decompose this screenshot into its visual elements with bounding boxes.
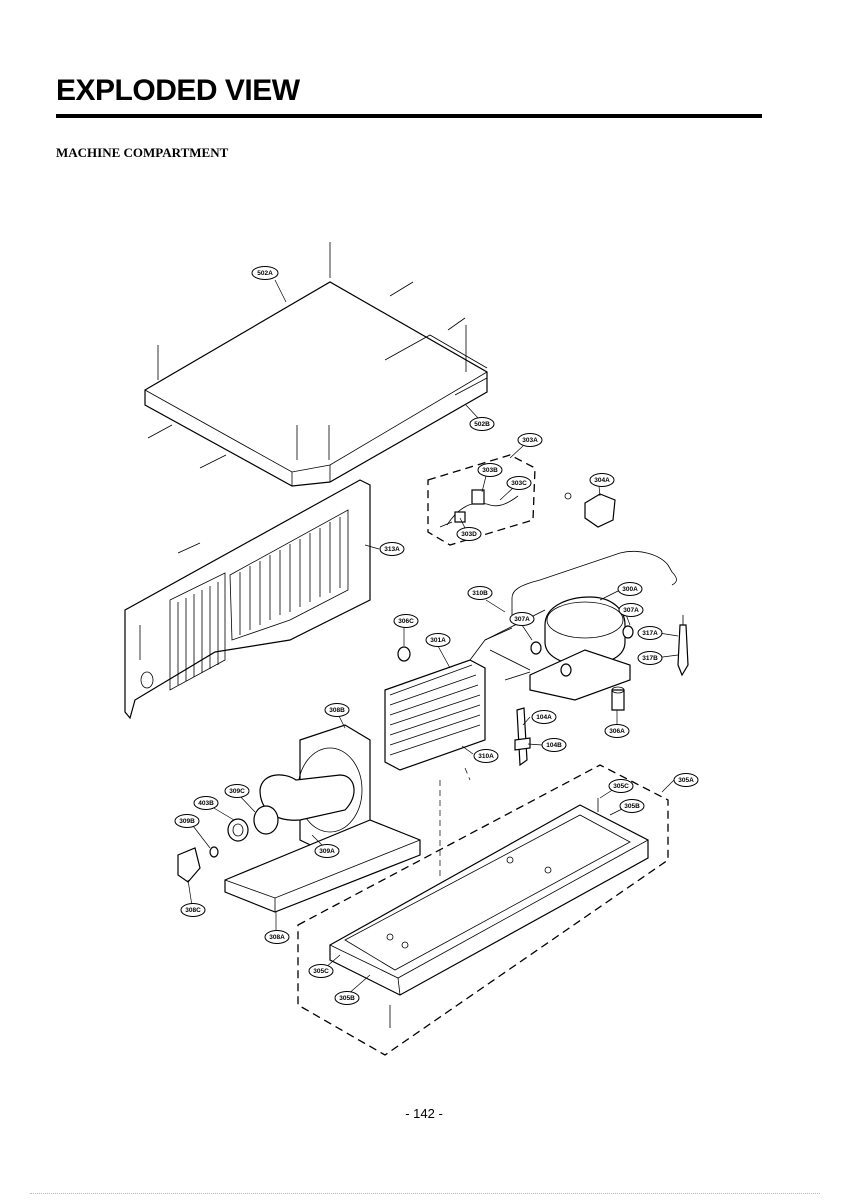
callout-502A: 502A (251, 266, 279, 280)
footer-divider (30, 1193, 820, 1194)
svg-text:104B: 104B (546, 742, 562, 749)
callout-305B-top: 305B (619, 799, 645, 813)
svg-text:317A: 317A (642, 630, 658, 637)
svg-text:307A: 307A (514, 616, 530, 623)
svg-text:305C: 305C (313, 968, 329, 975)
condenser (384, 627, 513, 771)
callout-403B: 403B (193, 796, 219, 810)
page-number: - 142 - (405, 1106, 443, 1121)
callout-317B: 317B (637, 651, 663, 665)
svg-text:303C: 303C (511, 480, 527, 487)
callout-308A: 308A (264, 930, 290, 944)
svg-text:307A: 307A (623, 607, 639, 614)
relay-cover (564, 492, 616, 528)
callout-309A: 309A (314, 844, 340, 858)
callout-303C: 303C (506, 476, 532, 490)
svg-text:308B: 308B (329, 707, 345, 714)
svg-text:305B: 305B (624, 803, 640, 810)
callout-304A: 304A (589, 473, 615, 487)
guide-lines (439, 767, 471, 880)
page-title: EXPLODED VIEW (56, 74, 300, 107)
svg-text:306A: 306A (609, 728, 625, 735)
svg-text:313A: 313A (384, 546, 400, 553)
callout-301A: 301A (425, 633, 451, 647)
callout-306A: 306A (604, 724, 630, 738)
section-title: MACHINE COMPARTMENT (56, 145, 229, 160)
svg-text:308C: 308C (185, 907, 201, 914)
base-plate (297, 764, 669, 1056)
callout-309C: 309C (224, 784, 250, 798)
svg-text:306C: 306C (398, 618, 414, 625)
svg-text:301A: 301A (430, 637, 446, 644)
svg-text:317B: 317B (642, 655, 658, 662)
svg-text:309B: 309B (179, 818, 195, 825)
svg-text:305C: 305C (613, 783, 629, 790)
svg-text:310A: 310A (478, 753, 494, 760)
callout-308C: 308C (180, 903, 206, 917)
svg-text:303B: 303B (482, 467, 498, 474)
svg-text:309C: 309C (229, 788, 245, 795)
callout-303D: 303D (456, 527, 482, 541)
svg-text:310B: 310B (472, 590, 488, 597)
svg-text:300A: 300A (622, 586, 638, 593)
svg-text:305B: 305B (339, 995, 355, 1002)
callout-305A: 305A (673, 773, 699, 787)
svg-text:104A: 104A (536, 714, 552, 721)
svg-text:502A: 502A (257, 270, 273, 277)
callout-305C-bottom: 305C (308, 964, 334, 978)
callout-104A: 104A (531, 710, 557, 724)
callout-305C-top: 305C (608, 779, 634, 793)
drier (677, 615, 689, 677)
callout-305B-bottom: 305B (334, 991, 360, 1005)
fan-base (224, 819, 421, 913)
compressor (484, 550, 677, 711)
callout-307A-left: 307A (509, 612, 535, 626)
callout-308B: 308B (324, 703, 350, 717)
svg-text:309A: 309A (319, 848, 335, 855)
callout-310B: 310B (467, 586, 493, 600)
callout-313A: 313A (379, 542, 405, 556)
back-panel (124, 479, 371, 720)
svg-text:303A: 303A (522, 437, 538, 444)
callout-300A: 300A (617, 582, 643, 596)
svg-text:308A: 308A (269, 934, 285, 941)
callout-317A: 317A (637, 626, 663, 640)
tube-clamp (514, 707, 531, 767)
callout-303B: 303B (477, 463, 503, 477)
fan-assembly (177, 724, 371, 883)
top-cover (144, 281, 488, 487)
callout-310A: 310A (473, 749, 499, 763)
back-panel-vents (139, 517, 341, 689)
harness-kit (427, 454, 536, 546)
svg-text:305A: 305A (678, 777, 694, 784)
title-rule (56, 114, 762, 118)
callout-303A: 303A (517, 433, 543, 447)
svg-text:502B: 502B (474, 421, 490, 428)
callout-104B: 104B (541, 738, 567, 752)
callout-307A-right: 307A (618, 603, 644, 617)
callout-306C: 306C (393, 614, 419, 628)
svg-text:303D: 303D (461, 531, 477, 538)
callout-502B: 502B (469, 417, 495, 431)
svg-text:304A: 304A (594, 477, 610, 484)
callout-309B: 309B (174, 814, 200, 828)
cover-screws (147, 242, 467, 469)
svg-text:403B: 403B (198, 800, 214, 807)
